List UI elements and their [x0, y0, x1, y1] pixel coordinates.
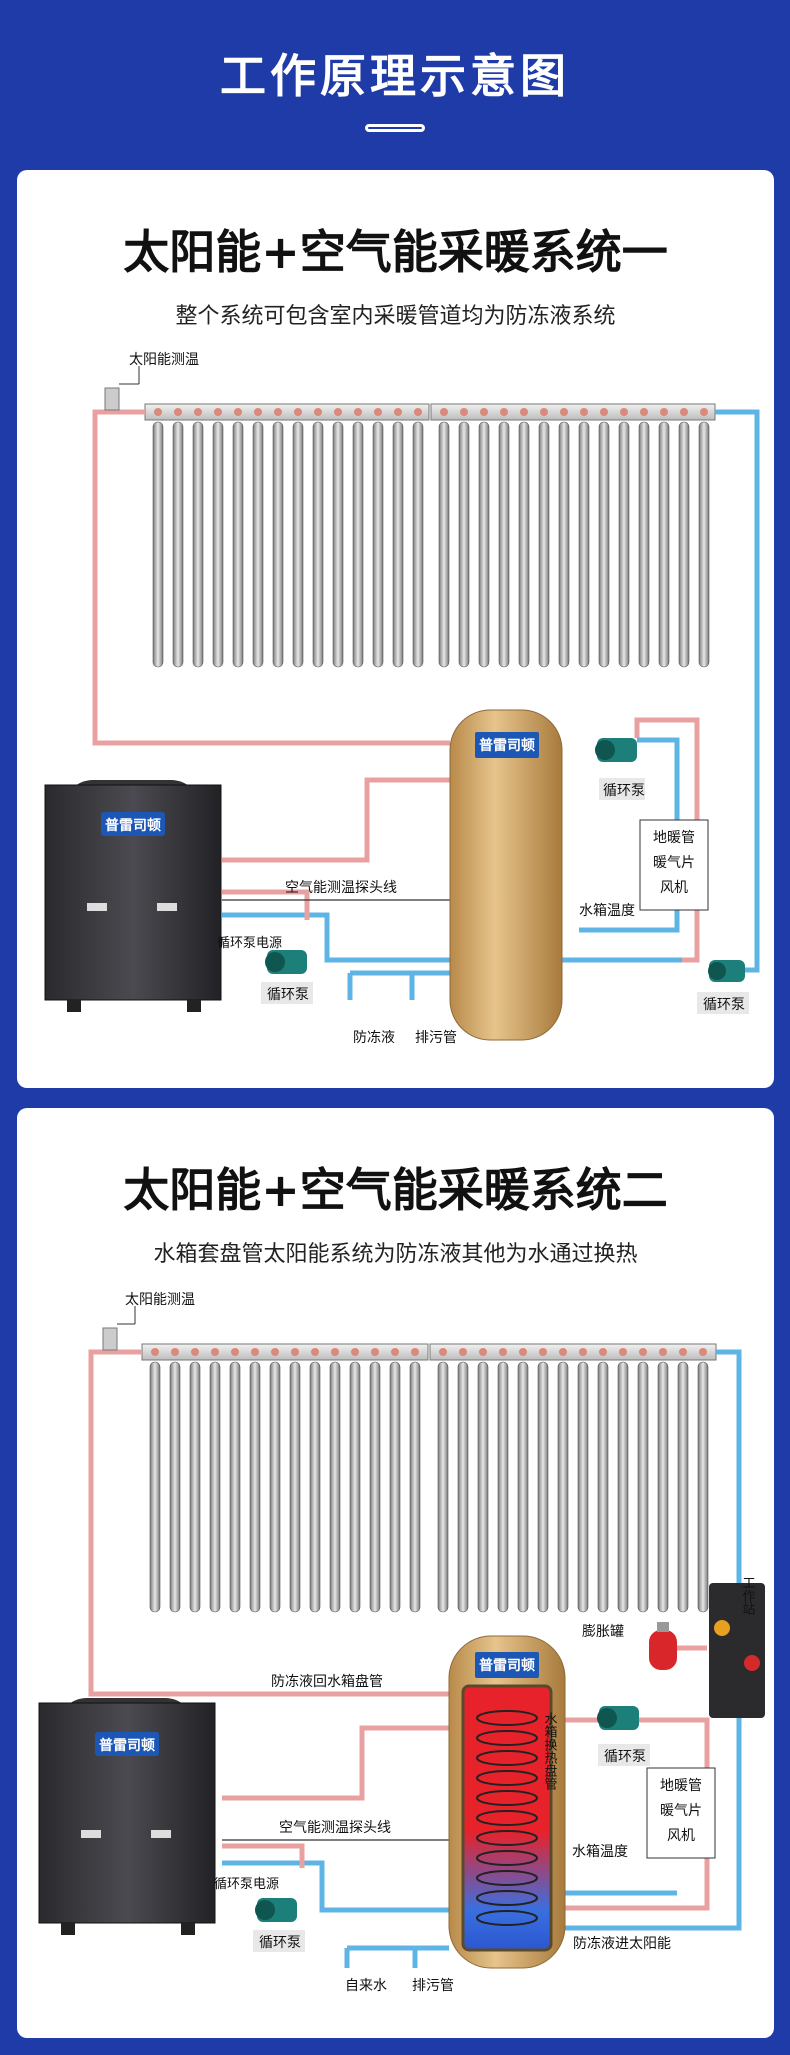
label-floor-heat-1: 地暖管: [653, 830, 695, 846]
solar-temp-sensor: [102, 1306, 136, 1351]
label-pump-b: 循环泵: [267, 987, 309, 1003]
solar-temp-sensor: [104, 366, 140, 411]
air-source-heat-pump: 普雷司顿: [38, 1698, 216, 1935]
label-floor-heat-2: 暖气片: [660, 1803, 702, 1819]
pump-b: [255, 1898, 297, 1922]
workstation: [709, 1583, 765, 1718]
label-antifreeze: 防冻液: [353, 1029, 395, 1046]
unit-logo: 普雷司顿: [105, 817, 161, 834]
pump-a: [597, 1706, 639, 1730]
label-antifreeze-return: 防冻液回水箱盘管: [271, 1673, 383, 1690]
label-expansion-tank: 膨胀罐: [582, 1623, 624, 1640]
solar-collector-right: [430, 403, 716, 668]
label-workstation: 工作站: [740, 1576, 756, 1615]
label-pump-power: 循环泵电源: [217, 936, 282, 951]
label-floor-heat-3: 风机: [667, 1828, 695, 1844]
solar-collector-right: [429, 1343, 717, 1613]
page-title: 工作原理示意图: [220, 49, 570, 103]
label-pump-c: 循环泵: [703, 997, 745, 1013]
pump-c: [708, 960, 745, 982]
label-floor-heat-2: 暖气片: [653, 855, 695, 871]
label-solar-temp: 太阳能测温: [125, 1292, 195, 1308]
pump-b: [265, 950, 307, 974]
label-floor-heat-1: 地暖管: [660, 1778, 702, 1794]
title-underline: [365, 124, 425, 132]
tank-logo: 普雷司顿: [479, 737, 535, 754]
system1-card: 太阳能+空气能采暖系统一 整个系统可包含室内采暖管道均为防冻液系统: [17, 170, 774, 1088]
label-pump-a: 循环泵: [603, 783, 645, 799]
system2-card: 太阳能+空气能采暖系统二 水箱套盘管太阳能系统为防冻液其他为水通过换热: [17, 1108, 774, 2038]
label-tank-temp: 水箱温度: [579, 903, 635, 919]
system1-diagram: 太阳能测温 普雷司顿 普雷司顿 循环泵 地暖管 暖气片 风机 空气能测温探头线 …: [44, 352, 760, 1046]
unit-logo: 普雷司顿: [99, 1737, 155, 1754]
label-pump-power: 循环泵电源: [214, 1877, 279, 1892]
label-coil: 水箱换热盘管: [542, 1712, 558, 1791]
solar-collector-left: [141, 1343, 429, 1613]
label-pump-a: 循环泵: [604, 1749, 646, 1765]
system1-subtitle: 整个系统可包含室内采暖管道均为防冻液系统: [175, 304, 616, 329]
system1-title: 太阳能+空气能采暖系统一: [123, 225, 668, 279]
label-antifreeze-in: 防冻液进太阳能: [573, 1935, 671, 1952]
system2-diagram: 太阳能测温 普雷司顿 普雷司顿 水箱换热盘管: [38, 1292, 765, 1994]
label-solar-temp: 太阳能测温: [129, 352, 199, 368]
label-drain: 排污管: [415, 1030, 457, 1046]
label-probe: 空气能测温探头线: [279, 1820, 391, 1836]
system2-subtitle: 水箱套盘管太阳能系统为防冻液其他为水通过换热: [153, 1242, 638, 1267]
water-tank-with-coil: 普雷司顿: [448, 1635, 566, 1969]
expansion-tank: [649, 1622, 677, 1670]
label-drain: 排污管: [412, 1978, 454, 1994]
tank-logo: 普雷司顿: [479, 1657, 535, 1674]
label-tap-water: 自来水: [345, 1978, 387, 1994]
pump-a: [595, 738, 637, 762]
label-tank-temp: 水箱温度: [572, 1844, 628, 1860]
water-tank: 普雷司顿: [449, 709, 563, 1041]
label-probe: 空气能测温探头线: [285, 880, 397, 896]
label-pump-b: 循环泵: [259, 1935, 301, 1951]
solar-collector-left: [144, 403, 430, 668]
air-source-heat-pump: 普雷司顿: [44, 780, 222, 1012]
page-header: 工作原理示意图: [0, 0, 790, 170]
system2-title: 太阳能+空气能采暖系统二: [123, 1163, 668, 1217]
label-floor-heat-3: 风机: [660, 880, 688, 896]
